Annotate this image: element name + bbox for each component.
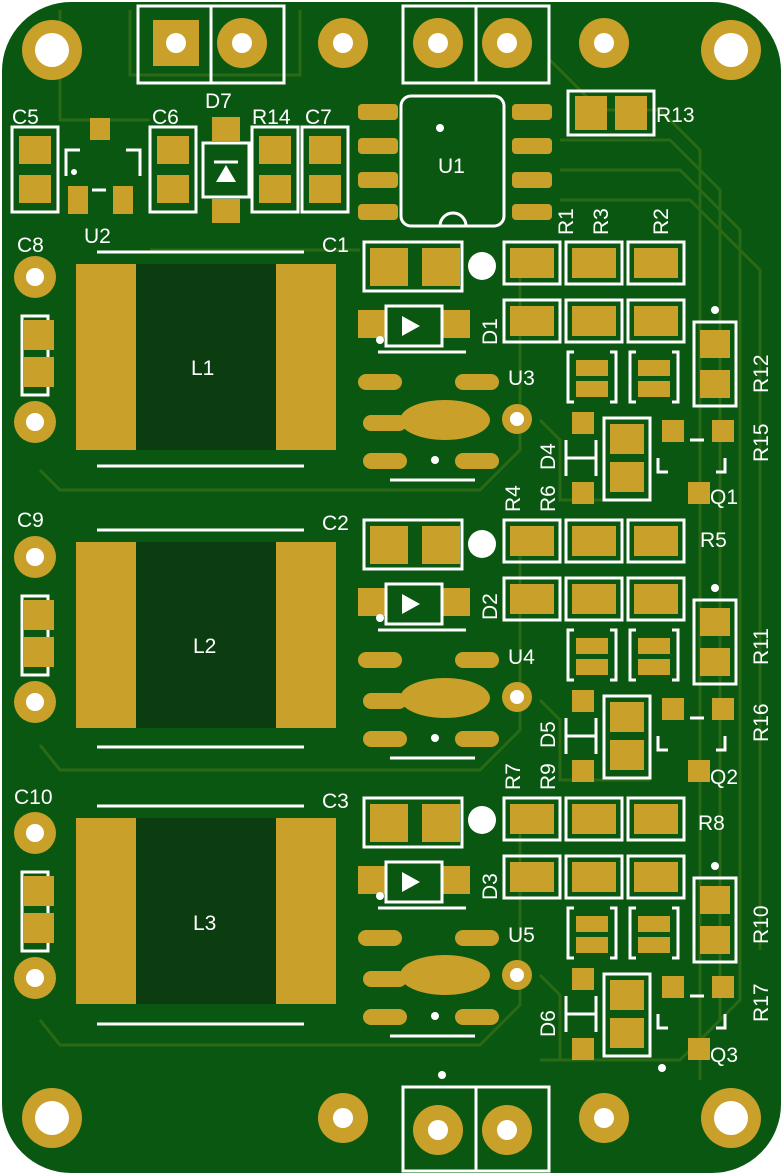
label-r5: R5	[700, 529, 727, 552]
channel-3	[14, 796, 738, 1079]
channel-2	[14, 518, 738, 782]
label-u2: U2	[84, 225, 111, 248]
label-c8: C8	[17, 234, 44, 257]
label-c10: C10	[14, 786, 53, 809]
label-u5: U5	[508, 924, 535, 947]
label-c6: C6	[152, 106, 179, 129]
label-r17: R17	[750, 983, 773, 1022]
label-r6: R6	[537, 485, 560, 512]
label-c5: C5	[12, 106, 39, 129]
label-c3: C3	[322, 790, 349, 813]
label-r7: R7	[502, 763, 525, 790]
label-r16: R16	[750, 703, 773, 742]
label-r13: R13	[656, 104, 695, 127]
label-r11: R11	[750, 628, 773, 665]
label-r8: R8	[698, 812, 725, 835]
label-c2: C2	[322, 512, 349, 535]
label-u4: U4	[508, 646, 535, 669]
label-r15: R15	[750, 423, 773, 462]
bottom-connectors	[318, 1085, 629, 1173]
label-d1: D1	[479, 318, 502, 345]
top-small-components	[10, 117, 350, 223]
label-r2: R2	[650, 208, 673, 235]
label-q1: Q1	[710, 486, 738, 509]
label-c1: C1	[322, 234, 349, 257]
label-q3: Q3	[710, 1044, 738, 1067]
label-r3: R3	[590, 208, 613, 235]
label-d3: D3	[479, 873, 502, 900]
label-r4: R4	[502, 485, 525, 512]
top-connectors	[136, 4, 629, 85]
label-r10: R10	[750, 905, 773, 944]
label-l1: L1	[191, 357, 214, 380]
label-q2: Q2	[710, 766, 738, 789]
r13-resistor	[566, 89, 656, 137]
label-r12: R12	[750, 354, 773, 393]
label-c7: C7	[305, 106, 332, 129]
label-d7: D7	[205, 90, 232, 113]
label-l3: L3	[193, 912, 216, 935]
label-d6: D6	[537, 1010, 560, 1037]
label-r1: R1	[555, 208, 578, 235]
label-d5: D5	[537, 721, 560, 748]
label-l2: L2	[193, 635, 216, 658]
label-d2: D2	[479, 593, 502, 620]
mounting-holes	[22, 20, 761, 1148]
label-u3: U3	[508, 367, 535, 390]
label-c9: C9	[17, 509, 44, 532]
label-d4: D4	[537, 443, 560, 470]
u1-ic	[358, 94, 552, 228]
label-r9: R9	[537, 763, 560, 790]
label-u1: U1	[438, 155, 465, 178]
copper-traces	[38, 10, 762, 1080]
silkscreen-labels: C5 C6 D7 R14 C7 U1 R13 U2 C8 C1 L1 R1 R3…	[12, 90, 773, 1067]
channel-1	[14, 240, 738, 504]
label-r14: R14	[252, 106, 291, 129]
